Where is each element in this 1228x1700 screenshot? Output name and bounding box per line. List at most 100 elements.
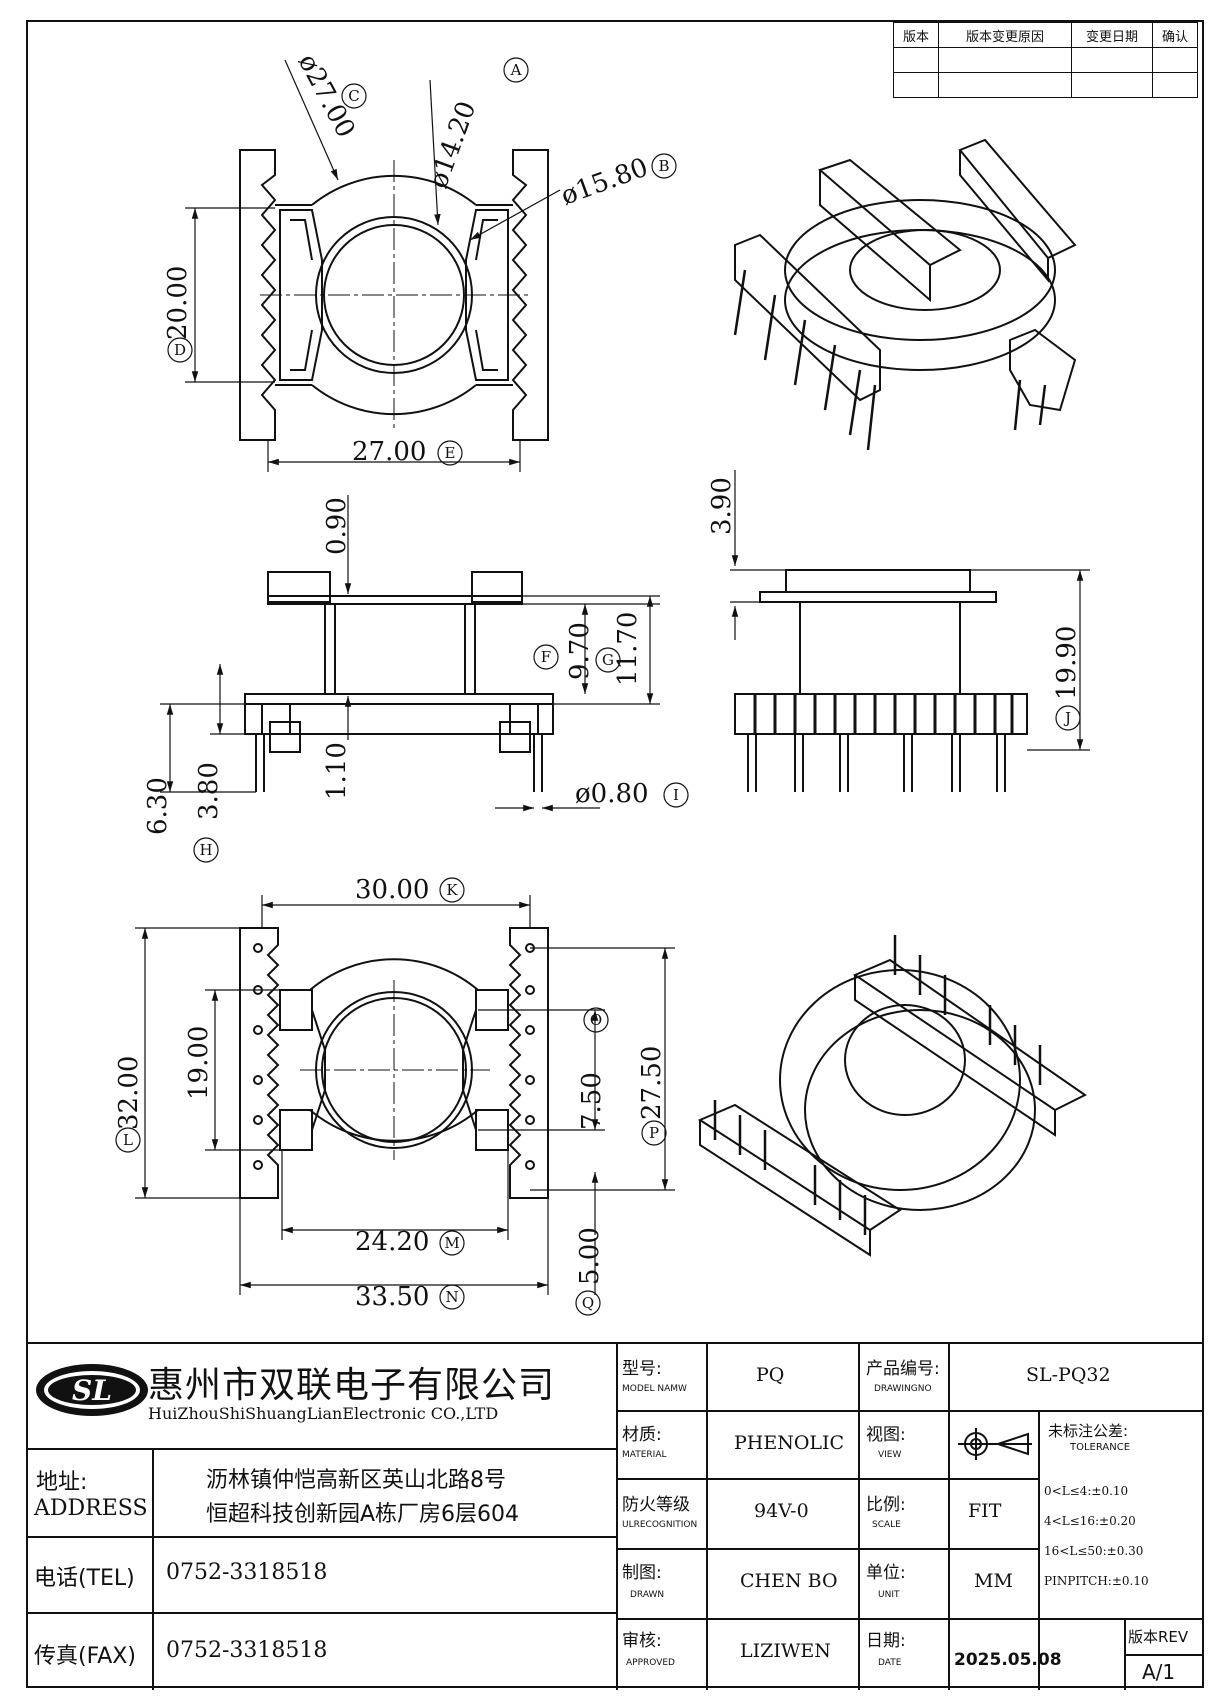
fax-label: 传真(FAX) bbox=[34, 1644, 136, 1669]
tolerance-line-3: 16<L≤50:±0.30 bbox=[1044, 1544, 1144, 1558]
revision-table: 版本 版本变更原因 变更日期 确认 bbox=[893, 22, 1198, 98]
bottom-view bbox=[135, 895, 675, 1295]
fire-rating-sublabel: ULRECOGNITION bbox=[622, 1520, 698, 1530]
date-value: 2025.05.08 bbox=[954, 1650, 1062, 1670]
company-name-cn: 惠州市双联电子有限公司 bbox=[148, 1365, 556, 1406]
side-view bbox=[160, 495, 660, 812]
dim-top-width: 27.00 bbox=[352, 437, 426, 467]
address-label-cn: 地址: bbox=[36, 1470, 88, 1495]
view-label: 视图: bbox=[866, 1425, 906, 1445]
scale-value: FIT bbox=[968, 1500, 1002, 1522]
dim-front-height: 19.90 bbox=[1052, 626, 1082, 700]
address-label-en: ADDRESS bbox=[34, 1496, 148, 1521]
fire-rating-label: 防火等级 bbox=[622, 1495, 690, 1515]
dim-bottom-outer-width: 33.50 bbox=[355, 1282, 429, 1312]
tolerance-line-2: 4<L≤16:±0.20 bbox=[1044, 1514, 1136, 1528]
tag-a: A bbox=[510, 61, 522, 79]
dim-side-winding-height: 9.70 bbox=[565, 622, 595, 680]
fire-rating-value: 94V-0 bbox=[754, 1500, 809, 1522]
model-value: PQ bbox=[756, 1364, 785, 1386]
revision-value: A/1 bbox=[1142, 1660, 1176, 1684]
tag-j: J bbox=[1063, 709, 1071, 727]
dim-side-pin-dia: ø0.80 bbox=[575, 779, 649, 809]
front-view bbox=[730, 470, 1090, 792]
approved-value: LIZIWEN bbox=[740, 1640, 831, 1662]
dim-bottom-length: 32.00 bbox=[114, 1056, 144, 1130]
dim-bottom-pin-span: 30.00 bbox=[355, 875, 429, 905]
revision-label: 版本REV bbox=[1128, 1628, 1189, 1646]
dim-side-base-height: 3.80 bbox=[194, 762, 224, 820]
drawn-sublabel: DRAWN bbox=[630, 1590, 665, 1600]
tag-e: E bbox=[445, 444, 456, 462]
tag-l: L bbox=[123, 1131, 133, 1149]
projection-symbol-icon bbox=[958, 1428, 1032, 1460]
top-view bbox=[185, 59, 561, 472]
dim-bottom-pin-pitch: 5.00 bbox=[575, 1227, 605, 1285]
technical-drawing: ø27.00 ø14.20 ø15.80 20.00 27.00 0.90 9.… bbox=[114, 49, 1090, 1316]
tel-row: 电话(TEL) 0752-3318518 bbox=[26, 1536, 618, 1614]
tag-b: B bbox=[658, 157, 669, 175]
drawing-no-sublabel: DRAWINGNO bbox=[874, 1384, 932, 1394]
drawing-no-value: SL-PQ32 bbox=[1026, 1364, 1111, 1386]
tag-n: N bbox=[445, 1288, 458, 1306]
rev-header-date: 变更日期 bbox=[1071, 22, 1153, 48]
approved-sublabel: APPROVED bbox=[626, 1658, 675, 1668]
company-name-en: HuiZhouShiShuangLianElectronic CO.,LTD bbox=[148, 1404, 499, 1423]
address-row: 地址: ADDRESS 沥林镇仲恺高新区英山北路8号 恒超科技创新园A栋厂房6层… bbox=[26, 1448, 618, 1538]
tag-f: F bbox=[541, 648, 551, 666]
tag-k: K bbox=[446, 881, 458, 899]
dim-side-total-winding: 11.70 bbox=[613, 612, 643, 686]
model-label: 型号: bbox=[622, 1359, 662, 1379]
isometric-view-top bbox=[733, 138, 1077, 451]
tag-g: G bbox=[602, 651, 614, 669]
fax-row: 传真(FAX) 0752-3318518 bbox=[26, 1612, 618, 1690]
address-line-1: 沥林镇仲恺高新区英山北路8号 bbox=[206, 1468, 506, 1493]
drawn-value: CHEN BO bbox=[740, 1570, 838, 1592]
dim-top-flange-dia: ø15.80 bbox=[557, 153, 652, 212]
company-logo: SL bbox=[36, 1364, 148, 1416]
logo-letters: SL bbox=[72, 1374, 112, 1407]
scale-sublabel: SCALE bbox=[872, 1520, 901, 1530]
view-sublabel: VIEW bbox=[878, 1450, 902, 1460]
dim-side-pin-length: 6.30 bbox=[143, 777, 173, 835]
company-header: SL 惠州市双联电子有限公司 HuiZhouShiShuangLianElect… bbox=[26, 1344, 618, 1450]
model-sublabel: MODEL NAMW bbox=[622, 1384, 687, 1394]
rev-cell bbox=[893, 72, 939, 98]
spec-grid: 型号: MODEL NAMW PQ 产品编号: DRAWINGNO SL-PQ3… bbox=[616, 1344, 1204, 1690]
date-sublabel: DATE bbox=[878, 1658, 902, 1668]
drawn-label: 制图: bbox=[622, 1563, 662, 1583]
scale-label: 比例: bbox=[866, 1495, 906, 1515]
date-label: 日期: bbox=[866, 1631, 906, 1651]
dim-side-base-gap: 1.10 bbox=[322, 742, 352, 800]
tag-c: C bbox=[348, 87, 359, 105]
fax-value: 0752-3318518 bbox=[166, 1638, 328, 1663]
approved-label: 审核: bbox=[622, 1631, 662, 1651]
rev-cell bbox=[1071, 72, 1153, 98]
tolerance-line-4: PINPITCH:±0.10 bbox=[1044, 1574, 1149, 1588]
unit-value: MM bbox=[974, 1570, 1013, 1592]
material-label: 材质: bbox=[622, 1425, 662, 1445]
title-block: SL 惠州市双联电子有限公司 HuiZhouShiShuangLianElect… bbox=[26, 1342, 1204, 1690]
tag-d: D bbox=[174, 341, 186, 359]
dim-side-flange-thickness: 0.90 bbox=[322, 497, 352, 555]
tolerance-line-1: 0<L≤4:±0.10 bbox=[1044, 1484, 1129, 1498]
tag-i: I bbox=[673, 786, 679, 804]
drawing-sheet bbox=[26, 20, 1204, 1688]
tel-label: 电话(TEL) bbox=[34, 1566, 135, 1591]
dim-bottom-pin-row: 27.50 bbox=[637, 1046, 667, 1120]
tag-o: O bbox=[590, 1011, 602, 1029]
tag-p: P bbox=[649, 1124, 659, 1142]
dim-bottom-half-span: 7.50 bbox=[577, 1072, 607, 1130]
isometric-view-bottom bbox=[697, 935, 1087, 1257]
tag-q: Q bbox=[582, 1294, 594, 1312]
dim-front-offset: 3.90 bbox=[707, 477, 737, 535]
drawing-no-label: 产品编号: bbox=[866, 1359, 940, 1379]
tag-h: H bbox=[199, 841, 212, 859]
tel-value: 0752-3318518 bbox=[166, 1560, 328, 1585]
unit-sublabel: UNIT bbox=[878, 1590, 900, 1600]
tolerance-sublabel: TOLERANCE bbox=[1070, 1442, 1131, 1453]
dim-top-height: 20.00 bbox=[163, 266, 193, 340]
tolerance-label: 未标注公差: bbox=[1048, 1422, 1129, 1440]
dim-bottom-inner-width: 24.20 bbox=[355, 1227, 429, 1257]
rev-cell bbox=[1152, 72, 1198, 98]
